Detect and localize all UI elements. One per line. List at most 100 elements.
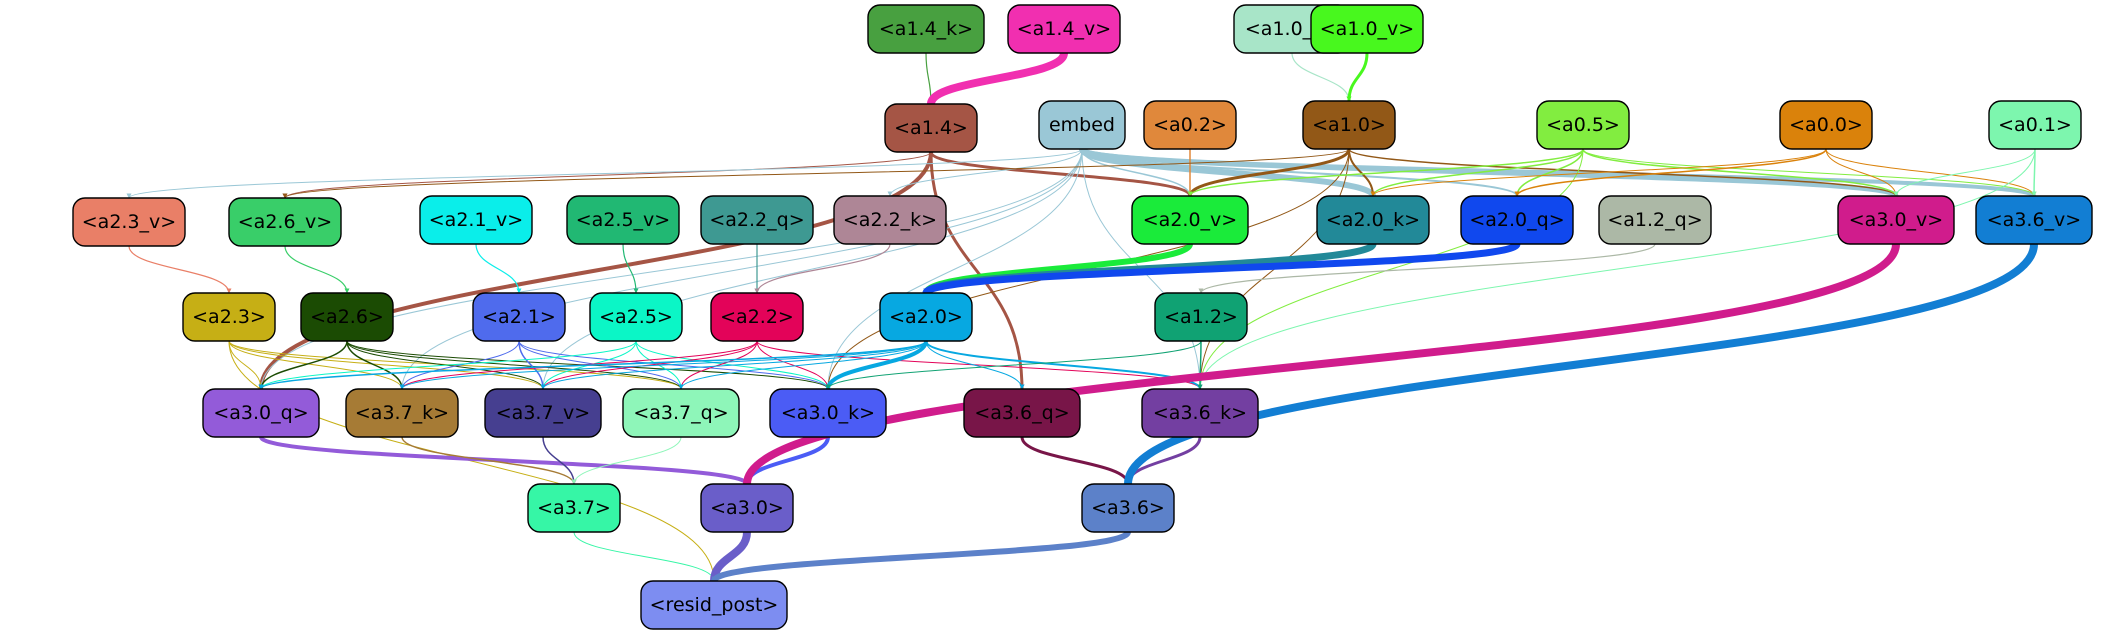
edge-a0_0-to-a3_0_v — [1825, 148, 1899, 197]
node-a1-4[interactable]: <a1.4> — [884, 103, 978, 153]
node-a2-5[interactable]: <a2.5> — [589, 292, 683, 342]
node-box — [622, 388, 740, 438]
edge-a2_0_q-to-a2_0 — [922, 240, 1521, 297]
node-box — [1081, 483, 1175, 533]
edge-embed-to-a3_7_k — [399, 148, 1083, 390]
node-box — [1536, 100, 1630, 150]
edge-embed-to-a3_0_q — [258, 148, 1083, 390]
edge-a1_0-to-a2_6_v — [282, 148, 1350, 199]
node-a3-7[interactable]: <a3.7> — [527, 483, 621, 533]
node-a2-3-v[interactable]: <a2.3_v> — [72, 197, 186, 247]
edge-a1_0-to-a2_0_k — [1348, 148, 1376, 197]
node-a2-2[interactable]: <a2.2> — [710, 292, 804, 342]
edge-a2_3_v-to-a2_3 — [128, 245, 232, 294]
edge-a2_0-to-a3_7_q — [678, 340, 927, 390]
node-a3-0-v[interactable]: <a3.0_v> — [1837, 195, 1955, 245]
edge-a3_6_q-to-a3_6 — [1020, 436, 1131, 485]
node-box — [345, 388, 459, 438]
node-a0-1[interactable]: <a0.1> — [1988, 100, 2082, 150]
edge-a2_3-to-resid_post — [228, 340, 717, 582]
node-a3-0-k[interactable]: <a3.0_k> — [769, 388, 887, 438]
edge-a2_6-to-a3_7_k — [346, 340, 405, 390]
node-a3-6[interactable]: <a3.6> — [1081, 483, 1175, 533]
node-box — [300, 292, 394, 342]
node-label: <a2.0_v> — [1143, 209, 1237, 231]
node-box — [1302, 100, 1396, 150]
node-a3-6-q[interactable]: <a3.6_q> — [963, 388, 1081, 438]
node-box — [1598, 195, 1712, 245]
node-resid-post[interactable]: <resid_post> — [640, 580, 788, 630]
node-a2-1[interactable]: <a2.1> — [472, 292, 566, 342]
node-a3-7-q[interactable]: <a3.7_q> — [622, 388, 740, 438]
node-label: <a2.3_v> — [82, 211, 176, 233]
node-box — [527, 483, 621, 533]
edge-a3_7_k-to-a3_7 — [401, 436, 577, 485]
node-a1-2-q[interactable]: <a1.2_q> — [1598, 195, 1712, 245]
edge-a1_2-to-a3_6_k — [1197, 340, 1203, 390]
node-label: <a1.0_v> — [1320, 18, 1414, 40]
node-a3-0-q[interactable]: <a3.0_q> — [202, 388, 320, 438]
node-a2-3[interactable]: <a2.3> — [182, 292, 276, 342]
node-a2-0[interactable]: <a2.0> — [879, 292, 973, 342]
edge-a0_5-to-a2_0_v — [1187, 148, 1584, 197]
node-a1-2[interactable]: <a1.2> — [1154, 292, 1248, 342]
node-a3-7-v[interactable]: <a3.7_v> — [484, 388, 602, 438]
node-label: <a2.1_v> — [429, 209, 523, 231]
node-layer: <a1.4_k><a1.4_v><a1.0_k><a1.0_v><a1.4>em… — [72, 4, 2093, 630]
node-label: <a3.6_k> — [1153, 402, 1247, 424]
node-a2-0-k[interactable]: <a2.0_k> — [1316, 195, 1430, 245]
edge-a0_5-to-a2_0_k — [1370, 148, 1584, 197]
node-a3-0[interactable]: <a3.0> — [700, 483, 794, 533]
edge-a1_0_v-to-a1_0 — [1346, 52, 1369, 102]
node-a2-1-v[interactable]: <a2.1_v> — [419, 195, 533, 245]
edge-a0_0-to-a3_6_v — [1825, 148, 2037, 197]
node-label: <a3.7_k> — [355, 402, 449, 424]
edge-a2_0-to-a3_7_k — [399, 340, 927, 390]
node-a0-5[interactable]: <a0.5> — [1536, 100, 1630, 150]
node-box — [867, 4, 985, 54]
node-label: <a2.2> — [720, 306, 794, 328]
edge-a0_0-to-a2_0_q — [1514, 148, 1827, 197]
node-a1-0-v[interactable]: <a1.0_v> — [1310, 4, 1424, 54]
node-box — [1310, 4, 1424, 54]
node-label: <a1.4_k> — [879, 18, 973, 40]
edge-a0_5-to-a3_6_v — [1582, 148, 2037, 197]
node-label: <a3.0_k> — [781, 402, 875, 424]
edge-a1_4-to-a3_6_q — [929, 151, 1025, 390]
node-label: <a1.0> — [1312, 114, 1386, 136]
node-a2-2-k[interactable]: <a2.2_k> — [833, 195, 947, 245]
node-a1-4-k[interactable]: <a1.4_k> — [867, 4, 985, 54]
node-label: <a1.2_q> — [1607, 209, 1702, 231]
node-a1-0[interactable]: <a1.0> — [1302, 100, 1396, 150]
node-label: <a3.7> — [537, 497, 611, 519]
node-a3-6-v[interactable]: <a3.6_v> — [1975, 195, 2093, 245]
node-a3-6-k[interactable]: <a3.6_k> — [1141, 388, 1259, 438]
edge-a3_7-to-resid_post — [573, 531, 717, 582]
node-label: <a0.5> — [1546, 114, 1620, 136]
node-a3-7-k[interactable]: <a3.7_k> — [345, 388, 459, 438]
node-a1-4-v[interactable]: <a1.4_v> — [1007, 4, 1121, 54]
node-a0-2[interactable]: <a0.2> — [1143, 100, 1237, 150]
node-a2-0-q[interactable]: <a2.0_q> — [1460, 195, 1574, 245]
edge-a0_1-to-a3_6_k — [1197, 148, 2036, 390]
edge-a2_6_v-to-a2_6 — [284, 245, 350, 294]
node-a2-5-v[interactable]: <a2.5_v> — [566, 195, 680, 245]
node-a2-6-v[interactable]: <a2.6_v> — [228, 197, 342, 247]
edge-a3_0_v-to-a3_0 — [743, 243, 1900, 485]
edge-a2_6-to-a3_7_q — [346, 340, 684, 390]
node-a2-2-q[interactable]: <a2.2_q> — [700, 195, 814, 245]
node-a2-0-v[interactable]: <a2.0_v> — [1131, 195, 1249, 245]
node-embed[interactable]: embed — [1038, 100, 1126, 150]
edge-a3_6_v-to-a3_6 — [1124, 243, 2038, 485]
node-box — [1460, 195, 1574, 245]
edge-a3_0_q-to-a3_0 — [259, 435, 750, 486]
node-label: <a1.4_v> — [1017, 18, 1111, 40]
edge-a0_0-to-a2_0_k — [1370, 148, 1827, 197]
node-a2-6[interactable]: <a2.6> — [300, 292, 394, 342]
node-label: <a3.0> — [710, 497, 784, 519]
node-a0-0[interactable]: <a0.0> — [1779, 100, 1873, 150]
node-label: <a3.6> — [1091, 497, 1165, 519]
node-box — [700, 483, 794, 533]
node-box — [1038, 100, 1126, 150]
